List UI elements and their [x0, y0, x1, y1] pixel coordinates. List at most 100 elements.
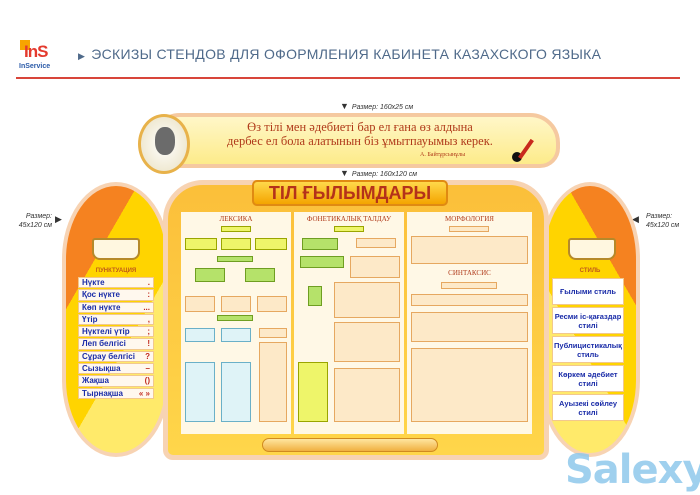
diagram-box [217, 315, 253, 321]
punctuation-item: Тырнақша « » [78, 387, 154, 399]
logo-text: InS [24, 42, 48, 61]
punctuation-name: Нүкте [82, 278, 105, 287]
punctuation-name: Нүктелі үтір [82, 327, 130, 337]
diagram-box [257, 296, 287, 312]
right-stand-heading: СТИЛЬ [579, 268, 601, 274]
down-arrow-icon: ▼ [340, 101, 349, 111]
section-lexika: ЛЕКСИКА [181, 212, 291, 434]
open-book-icon [92, 238, 140, 260]
left-arrow-icon: ◀ [632, 214, 639, 224]
diagram-box [334, 226, 364, 232]
punctuation-name: Сызықша [82, 364, 121, 374]
punctuation-item: Көп нүкте... [78, 301, 154, 313]
diagram-box [300, 256, 344, 268]
punctuation-item: Нүкте. [78, 277, 154, 289]
punctuation-mark: ! [147, 339, 150, 349]
left-size-label: Размер: 45х120 см [18, 213, 52, 229]
center-stand-title: ТІЛ ҒЫЛЫМДАРЫ [252, 180, 448, 206]
diagram-box [356, 238, 396, 248]
punctuation-mark: ? [145, 351, 150, 361]
bottom-scroll-ornament [262, 438, 438, 452]
inkwell-icon [512, 152, 522, 162]
diagram-box [350, 256, 400, 278]
style-item: Ғылыми стиль [552, 278, 624, 305]
logo-subtitle: InService [19, 63, 51, 70]
punctuation-item: Сызықша – [78, 363, 154, 375]
diagram-box [411, 236, 528, 264]
section-heading: МОРФОЛОГИЯ [445, 215, 494, 223]
section-heading: СИНТАКСИС [448, 269, 491, 277]
inservice-logo[interactable]: InS InService [16, 38, 56, 72]
punctuation-name: Леп белгісі [82, 339, 126, 349]
diagram-box [221, 226, 251, 232]
diagram-box [185, 238, 217, 250]
right-arrow-icon: ▶ [55, 214, 62, 224]
section-heading: ФОНЕТИКАЛЫҚ ТАЛДАУ [306, 215, 392, 223]
punctuation-mark: . [147, 278, 150, 287]
diagram-box [411, 294, 528, 306]
center-size-text: Размер: 160х120 см [351, 171, 418, 178]
punctuation-name: Үтір [82, 314, 98, 324]
diagram-box [334, 282, 400, 318]
punctuation-mark: , [147, 314, 150, 324]
punctuation-item: Сұрау белгісі? [78, 350, 154, 363]
style-item: Ресми іс-қағаздар стилі [552, 307, 624, 334]
section-heading: ЛЕКСИКА [219, 215, 253, 223]
diagram-box [441, 282, 497, 289]
punctuation-name: Тырнақша [82, 388, 123, 398]
left-stand-heading: ПУНКТУАЦИЯ [95, 268, 137, 274]
punctuation-list: Нүкте.Қос нүкте:Көп нүкте...Үтір,Нүктелі… [78, 277, 154, 400]
diagram-box [259, 328, 287, 338]
diagram-box [185, 296, 215, 312]
diagram-box [221, 238, 251, 250]
diagram-box [185, 362, 215, 422]
diagram-box [195, 268, 225, 282]
diagram-box [259, 342, 287, 422]
diagram-box [411, 312, 528, 342]
diagram-box [255, 238, 287, 250]
header-divider [16, 77, 680, 79]
punctuation-item: Қос нүкте: [78, 289, 154, 301]
quote-author: А. Байтұрсынұлы [420, 152, 466, 158]
portrait-medallion [138, 114, 190, 174]
logo-square [20, 40, 30, 50]
punctuation-item: Нүктелі үтір; [78, 326, 154, 338]
diagram-box [185, 328, 215, 342]
punctuation-name: Жақша [82, 376, 109, 386]
center-size-label: ▼Размер: 160х120 см [340, 169, 417, 179]
style-item: Публицистикалық стиль [552, 336, 624, 363]
punctuation-mark: : [147, 290, 150, 300]
salexy-watermark: Salexy [565, 447, 700, 493]
quote-line-1: Өз тілі мен әдебиеті бар ел ғана өз алды… [247, 120, 473, 134]
quote-line-2: дербес ел бола алатынын біз ұмытпауымыз … [227, 134, 493, 148]
diagram-box [449, 226, 489, 232]
punctuation-mark: – [145, 364, 150, 374]
punctuation-name: Қос нүкте [82, 290, 120, 300]
punctuation-mark: « » [138, 388, 150, 398]
triangle-bullet-icon: ▶ [78, 51, 86, 61]
punctuation-item: Леп белгісі! [78, 338, 154, 350]
punctuation-mark: ... [143, 302, 150, 312]
diagram-box [217, 256, 253, 262]
punctuation-name: Көп нүкте [82, 302, 121, 312]
down-arrow-icon: ▼ [340, 168, 349, 178]
diagram-box [298, 362, 328, 422]
style-item: Көркем әдебиет стилі [552, 365, 624, 392]
punctuation-item: Үтір, [78, 313, 154, 326]
diagram-box [334, 322, 400, 362]
right-size-label: Размер: 45х120 см [646, 213, 680, 229]
punctuation-mark: () [144, 376, 150, 386]
banner-size-label: ▼Размер: 160х25 см [340, 102, 413, 112]
page-title: ▶ ЭСКИЗЫ СТЕНДОВ ДЛЯ ОФОРМЛЕНИЯ КАБИНЕТА … [78, 46, 601, 62]
section-phonetics: ФОНЕТИКАЛЫҚ ТАЛДАУ [294, 212, 404, 434]
punctuation-item: Жақша () [78, 375, 154, 387]
banner-size-text: Размер: 160х25 см [351, 104, 414, 111]
page-title-text: ЭСКИЗЫ СТЕНДОВ ДЛЯ ОФОРМЛЕНИЯ КАБИНЕТА К… [91, 46, 602, 62]
punctuation-mark: ; [147, 327, 150, 337]
diagram-box [334, 368, 400, 422]
quote-text: Өз тілі мен әдебиеті бар ел ғана өз алды… [200, 120, 520, 148]
diagram-box [221, 328, 251, 342]
portrait-face [155, 127, 175, 155]
diagram-box [411, 348, 528, 422]
